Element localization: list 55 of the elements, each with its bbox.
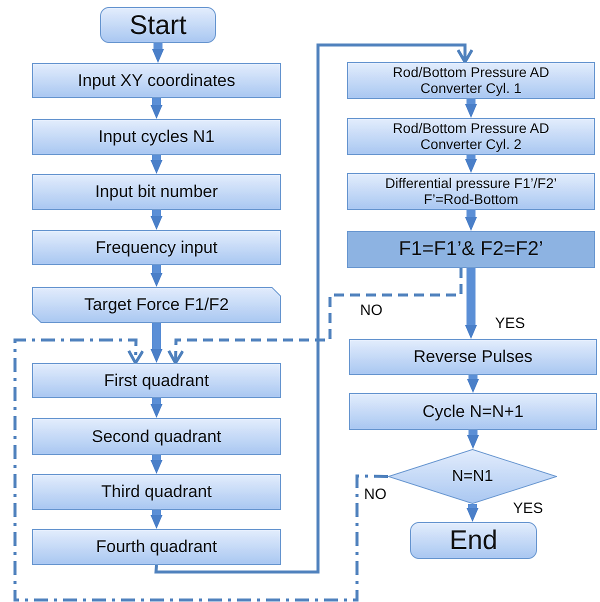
node-label: Input cycles N1 [97, 127, 216, 147]
node-label: Differential pressure F1’/F2’ F’=Rod-Bottom [384, 176, 558, 208]
block-arrow [465, 99, 477, 118]
block-arrow [467, 430, 479, 449]
node-label: First quadrant [103, 370, 210, 390]
process-box [347, 118, 595, 155]
process-box [347, 173, 595, 210]
node-label: Input XY coordinates [76, 70, 236, 90]
block-arrow [152, 43, 164, 63]
block-arrow [150, 155, 162, 174]
arrow [154, 44, 474, 574]
node-label: Third quadrant [100, 482, 213, 502]
node-label: Reverse Pulses [412, 347, 534, 367]
block-arrow [150, 265, 162, 287]
block-arrow [150, 455, 162, 474]
terminal-box [100, 7, 216, 43]
dashed-arrow [14, 338, 388, 602]
block-arrow [150, 510, 162, 529]
process-box [32, 474, 281, 510]
block-arrow [150, 398, 162, 418]
node-label: Frequency input [94, 238, 218, 258]
node-label: Rod/Bottom Pressure AD Converter Cyl. 2 [392, 120, 550, 152]
block-arrow [150, 98, 162, 119]
process-box [32, 418, 281, 455]
process-box [32, 529, 281, 565]
node-label: F1=F1’& F2=F2’ [398, 238, 544, 261]
block-arrow [150, 323, 162, 363]
dashed-arrow [167, 268, 462, 364]
node-label: Start [128, 10, 188, 40]
block-arrow [466, 504, 478, 522]
node-label: Rod/Bottom Pressure AD Converter Cyl. 1 [392, 64, 550, 96]
node-label: Target Force F1/F2 [83, 295, 230, 315]
process-box [32, 230, 281, 265]
block-arrow [465, 268, 477, 339]
process-box [32, 63, 281, 98]
process-box [347, 62, 595, 99]
node-label: Cycle N=N+1 [421, 402, 525, 422]
node-label: End [448, 525, 499, 556]
condition-box [347, 231, 595, 268]
process-box [349, 339, 597, 375]
block-arrow [465, 210, 477, 231]
terminal-box [410, 522, 537, 559]
node-label: Fourth quadrant [95, 537, 218, 557]
process-box [32, 363, 281, 398]
process-box [32, 174, 281, 210]
node-label: Second quadrant [90, 426, 222, 446]
process-box [32, 119, 281, 155]
block-arrow [150, 210, 162, 230]
decision-diamond [388, 449, 557, 504]
block-arrow [465, 155, 477, 173]
node-label: N=N1 [450, 468, 494, 486]
process-box [32, 287, 281, 323]
process-box [349, 393, 597, 430]
node-label: Input bit number [94, 182, 219, 202]
block-arrow [467, 375, 479, 393]
